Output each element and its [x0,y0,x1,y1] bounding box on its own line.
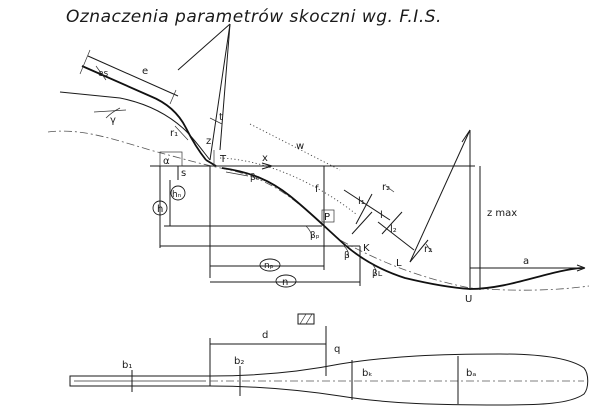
label-q: q [334,344,340,355]
K-tick [351,211,373,235]
label-zmax: z max [487,208,517,219]
label-b1: b₁ [122,360,132,371]
inrun-line-upper [59,91,211,161]
landing-tangent-3 [461,129,471,143]
tangent-line-1 [209,23,231,161]
label-bA: bₐ [466,368,476,379]
label-d: d [262,330,268,341]
e-tick-2 [169,89,177,105]
label-beta0: β₀ [250,173,260,183]
label-np: nₚ [264,261,274,271]
hill-profile: e es γ r₁ t z T w α x s β₀ hₙ h f l₁ l₂ … [47,23,589,305]
inrun-line-lower [81,65,207,161]
beta0-wedge [225,171,249,177]
betaP-arc [305,225,313,239]
gamma-base [93,109,127,113]
label-l2: l₂ [390,224,397,235]
flight-path [219,157,357,215]
label-bk: bₖ [362,368,373,379]
tangent-line-3 [177,23,231,71]
betaL-arc [371,263,376,277]
x-arrow-b [261,165,273,170]
x-arrow-a [261,162,273,167]
label-b2: b₂ [234,356,244,367]
label-r1: r₁ [170,128,178,139]
hatch-1 [299,313,307,325]
label-hn: hₙ [172,190,182,200]
np-circle [259,258,281,272]
label-r3: r₂ [424,244,432,255]
e-dimension [87,55,179,97]
label-l: l [380,210,383,221]
label-betaL: βʟ [372,269,383,279]
label-K: K [363,243,370,254]
l-tick [409,239,429,263]
t-dimension [209,117,223,125]
r2-arrow-1 [385,185,395,193]
label-beta: β [344,251,350,261]
label-h: h [157,204,163,215]
w-dimension [249,123,341,171]
label-e: e [142,66,148,77]
label-L: L [396,258,402,269]
l2-tick [381,211,403,235]
l1-tick [355,193,373,225]
label-alpha: α [163,156,170,167]
landing-tangent-1 [409,129,471,263]
landing-profile [221,167,583,290]
label-betaP: βₚ [310,231,320,241]
tangent-line-2 [219,23,231,151]
a-arrow-a [576,264,586,269]
alpha-box [159,151,183,167]
label-U: U [465,294,472,305]
r1-arrow [174,125,189,141]
label-l1: l₁ [358,196,365,207]
label-f: f [315,184,319,195]
hill-plan-view: b₁ b₂ bₖ bₐ d q [69,313,589,406]
label-r2: r₂ [382,182,390,193]
label-z: z [206,136,211,147]
h-circle [152,200,168,216]
label-gamma: γ [110,115,116,126]
label-P: P [324,212,330,223]
label-T: T [219,154,227,165]
l2-dimension [377,221,415,251]
P-box [321,209,335,223]
label-w: w [296,141,304,152]
es-arrow [95,65,107,81]
label-s: s [181,168,186,179]
beta-arc [343,245,349,259]
diagram-title: Oznaczenia parametrów skoczni wg. F.I.S. [66,7,442,27]
label-x: x [262,153,268,164]
e-tick [79,49,91,75]
label-es: es [98,69,109,79]
a-arrow-b [576,267,586,272]
label-a: a [523,256,529,267]
judges-tower-box [297,313,315,325]
plan-landing-outline [209,353,589,406]
hatch-2 [305,313,313,325]
r2-arrow-2 [425,243,433,253]
label-n: n [282,277,288,288]
l1-dimension [343,189,391,221]
hn-circle [170,185,186,201]
n-circle [275,274,297,288]
gamma-arc [105,107,121,119]
label-t: t [219,112,223,123]
